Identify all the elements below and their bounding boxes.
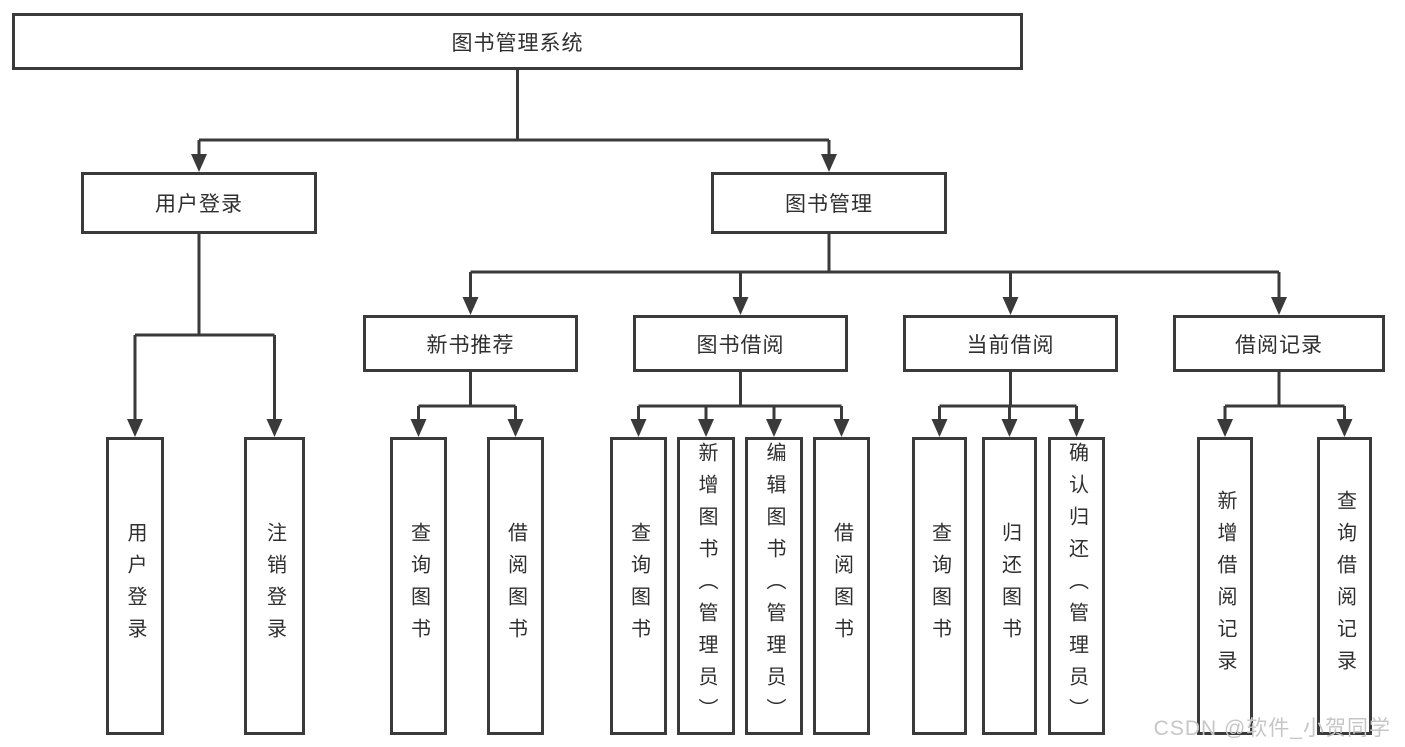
arrow-down-icon [1068, 419, 1085, 437]
node-new-book-recommend-label: 新书推荐 [426, 333, 515, 357]
connector-userlogin-to-leaves [133, 234, 276, 421]
arrow-down-icon [462, 297, 479, 315]
arrowheads [127, 154, 1353, 437]
arrow-down-icon [410, 419, 427, 437]
node-book-management: 图书管理 [711, 172, 947, 234]
arrow-down-icon [821, 154, 837, 172]
leaf-nbr-query-book: 查询图书 [390, 437, 447, 735]
leaf-cb-query-book-label: 查询图书 [928, 522, 951, 650]
arrow-down-icon [931, 419, 948, 437]
node-user-login: 用户登录 [81, 172, 317, 234]
connector-newbook-to-leaves [417, 372, 517, 421]
connector-borrowrecord-to-leaves [1223, 372, 1346, 421]
arrow-down-icon [732, 297, 749, 315]
node-book-borrow: 图书借阅 [633, 315, 848, 372]
arrow-down-icon [191, 154, 207, 172]
leaf-br-add-record-label: 新增借阅记录 [1214, 490, 1236, 682]
leaf-bb-edit-book: 编辑图书（管理员） [745, 437, 803, 735]
node-book-borrow-label: 图书借阅 [696, 333, 785, 357]
leaf-bb-add-book-label: 新增图书（管理员） [695, 442, 717, 730]
leaf-bb-query-book-label: 查询图书 [627, 522, 650, 650]
arrow-down-icon [698, 419, 714, 437]
node-current-borrow: 当前借阅 [903, 315, 1118, 372]
arrow-down-icon [1336, 419, 1353, 437]
leaf-bb-add-book: 新增图书（管理员） [677, 437, 735, 735]
leaf-bb-borrow-book: 借阅图书 [813, 437, 870, 735]
leaf-logout: 注销登录 [244, 437, 305, 735]
leaf-bb-query-book: 查询图书 [610, 437, 667, 735]
node-root: 图书管理系统 [12, 13, 1023, 70]
arrow-down-icon [1271, 297, 1287, 315]
arrow-down-icon [630, 419, 647, 437]
leaf-cb-confirm-return: 确认归还（管理员） [1048, 437, 1105, 735]
arrow-down-icon [1001, 419, 1018, 437]
leaf-nbr-borrow-book: 借阅图书 [487, 437, 544, 735]
leaf-bb-borrow-book-label: 借阅图书 [830, 522, 853, 650]
connector-bookmgmt-to-level3 [469, 234, 1281, 299]
leaf-cb-query-book: 查询图书 [912, 437, 967, 735]
node-book-management-label: 图书管理 [785, 193, 873, 216]
leaf-br-add-record: 新增借阅记录 [1197, 437, 1253, 735]
leaf-user-login: 用户登录 [106, 437, 164, 735]
arrow-down-icon [833, 419, 850, 437]
leaf-cb-confirm-return-label: 确认归还（管理员） [1065, 442, 1088, 730]
arrow-down-icon [766, 419, 782, 437]
arrow-down-icon [1002, 297, 1019, 315]
connector-root-to-level2 [197, 70, 831, 156]
leaf-br-query-record: 查询借阅记录 [1317, 437, 1372, 735]
leaf-logout-label: 注销登录 [263, 522, 286, 650]
leaf-nbr-borrow-book-label: 借阅图书 [504, 522, 527, 650]
node-current-borrow-label: 当前借阅 [966, 333, 1055, 357]
leaf-br-query-record-label: 查询借阅记录 [1333, 490, 1356, 682]
node-user-login-label: 用户登录 [155, 193, 243, 216]
leaf-bb-edit-book-label: 编辑图书（管理员） [763, 442, 785, 730]
leaf-nbr-query-book-label: 查询图书 [407, 522, 430, 650]
node-borrow-record: 借阅记录 [1173, 315, 1385, 372]
arrow-down-icon [127, 419, 143, 437]
arrow-down-icon [1217, 419, 1233, 437]
leaf-cb-return-book-label: 归还图书 [998, 522, 1021, 650]
node-borrow-record-label: 借阅记录 [1235, 333, 1323, 357]
arrow-down-icon [266, 419, 283, 437]
arrow-down-icon [507, 419, 524, 437]
connector-bookborrow-to-leaves [637, 372, 843, 421]
connector-currentborrow-to-leaves [938, 372, 1078, 421]
node-new-book-recommend: 新书推荐 [363, 315, 578, 372]
leaf-user-login-label: 用户登录 [124, 522, 146, 650]
csdn-watermark: CSDN @软件_小贺同学 [1153, 717, 1391, 740]
node-root-label: 图书管理系统 [451, 31, 584, 55]
leaf-cb-return-book: 归还图书 [982, 437, 1037, 735]
